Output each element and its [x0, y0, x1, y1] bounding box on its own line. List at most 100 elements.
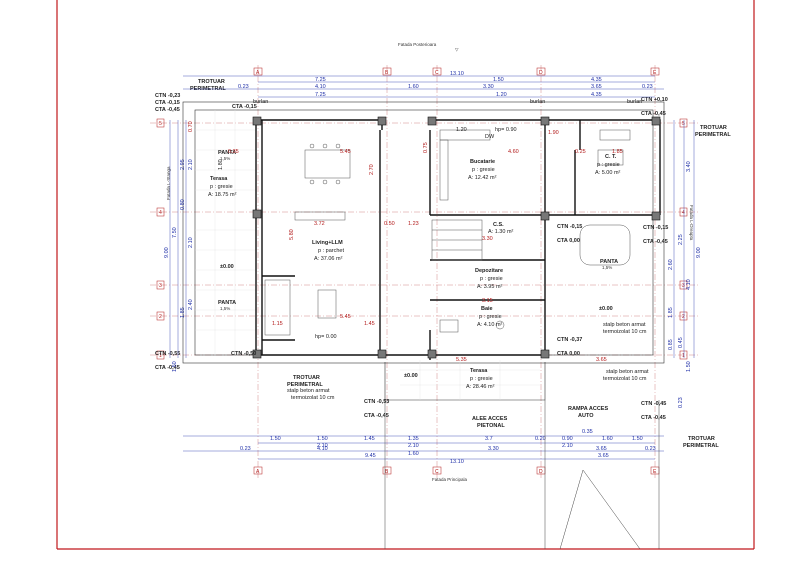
dim-left-9: 1.50: [172, 361, 178, 372]
dw-label: DW: [485, 134, 495, 140]
dim-bot-o: 4.10: [317, 446, 328, 452]
dim-bot-v: 3.65: [598, 453, 609, 459]
axis-gridlines: [150, 65, 700, 480]
room-name: C.S.: [493, 222, 504, 228]
dim-left-1: 7.50: [172, 227, 178, 238]
axis-b-bottom: B: [385, 469, 389, 475]
room-area: A: 12.42 m²: [468, 175, 497, 181]
room-floor: p : gresie: [470, 376, 493, 382]
dim-in-365: 3.65: [596, 357, 607, 363]
dim-in-123: 1.23: [408, 221, 419, 227]
dim-top-e: 4.10: [315, 84, 326, 90]
room-baie: Baie p : gresie A: 4.10 m²: [477, 306, 503, 328]
dim-right-7: 1.85: [668, 307, 674, 318]
panta-3: PANTA: [600, 259, 618, 265]
room-cs: C.S. A: 1.30 m²: [488, 222, 514, 235]
dim-right-4: 4.10: [686, 279, 692, 290]
room-terasa-front: Terasa p : gresie A: 28.46 m²: [466, 368, 495, 390]
dim-bot-k: 0.90: [562, 436, 573, 442]
dim-top-i: 0.23: [642, 84, 653, 90]
dim-bot-i: 3.7: [485, 436, 493, 442]
dim-top-d: 0.23: [238, 84, 249, 90]
facade-front-label: Fatada Principala: [432, 477, 468, 482]
dim-bot-p: 1.60: [408, 451, 419, 457]
level-ctn-037: CTN -0,37: [557, 337, 582, 343]
room-area: A: 28.46 m²: [466, 384, 495, 390]
level-cta-015-a: CTA -0,15: [155, 100, 180, 106]
level-ctn-023: CTN -0,23: [155, 93, 180, 99]
furniture: [264, 129, 631, 336]
dim-left-10: 0.70: [188, 121, 194, 132]
level-cta-045-b: CTA -0,45: [641, 111, 666, 117]
facade-left-label: Fatada L-Stanga: [166, 166, 171, 200]
dimensions-top-text: 13.10 7.25 1.50 4.35 0.23 4.10 1.60 3.30…: [238, 71, 653, 98]
dim-bot-b: 1.50: [317, 436, 328, 442]
room-area: A: 3.95 m²: [477, 284, 503, 290]
access-ramp: [384, 400, 660, 550]
level-cta-045-f: CTA -0,45: [641, 415, 666, 421]
axis-markers-sides: 5 4 3 2 1 5 4 3 2 1: [156, 118, 688, 360]
room-ct: C. T. p : gresie A: 5.00 m²: [595, 154, 621, 176]
axis-1-right: 1: [682, 353, 685, 359]
room-terasa-left: Terasa p : gresie A: 18.75 m²: [208, 176, 237, 198]
dim-left-0: 9.00: [164, 247, 170, 258]
room-bucatarie: Bucatarie p : gresie A: 12.42 m²: [468, 159, 497, 181]
panta-3-val: 1,5%: [602, 265, 612, 270]
dim-right-9: 0.23: [678, 397, 684, 408]
axis-e-bottom: E: [653, 469, 657, 475]
dimensions-left: 9.00 7.50 2.95 2.10 2.10 0.80 2.40 1.85 …: [164, 120, 224, 372]
dim-right-3: 2.60: [668, 259, 674, 270]
zero-level-left: ±0.00: [220, 264, 234, 270]
room-area: A: 5.00 m²: [595, 170, 621, 176]
dim-top-f: 1.60: [408, 84, 419, 90]
dim-bot-d: 0.35: [582, 429, 593, 435]
room-name: Baie: [481, 306, 493, 312]
panta-1: PANTA: [218, 150, 236, 156]
stalp-label-3b: termoizolat 10 cm: [291, 395, 335, 401]
view-arrow-top: ▽: [455, 47, 459, 52]
level-cta-000-b: CTA 0,00: [557, 351, 580, 357]
walls: [255, 119, 661, 360]
room-name: Terasa: [470, 368, 488, 374]
dim-right-5: 0.85: [668, 339, 674, 350]
facade-right-label: Fatada L-Dreapta: [689, 205, 694, 241]
room-area: A: 37.06 m²: [314, 256, 343, 262]
sheet-border: [56, 0, 755, 550]
dim-in-145: 1.45: [364, 321, 375, 327]
room-floor: p : gresie: [597, 162, 620, 168]
dim-left-8: 1.85: [180, 307, 186, 318]
perimetral-label-right: PERIMETRAL: [695, 132, 731, 138]
rampa-label-2: AUTO: [578, 413, 594, 419]
level-cta-045-c: CTA -0,45: [643, 239, 668, 245]
level-cta-045-d: CTA -0,45: [155, 365, 180, 371]
axis-2-right: 2: [682, 314, 685, 320]
level-ctn-015-b: CTN -0,15: [643, 225, 668, 231]
dim-in-545a: 5.45: [340, 149, 351, 155]
trotuar-label-bottom-left: TROTUAR: [293, 375, 320, 381]
level-ctn-053: CTN -0,53: [364, 399, 389, 405]
axis-c-top: C: [435, 70, 439, 76]
room-living: Living+LLM p : parchet A: 37.06 m²: [312, 240, 344, 262]
room-name: C. T.: [605, 154, 617, 160]
dim-in-545b: 5.45: [340, 314, 351, 320]
dim-top-j: 7.25: [315, 92, 326, 98]
dim-bot-u: 13.10: [450, 459, 464, 465]
room-name: Living+LLM: [312, 240, 343, 246]
level-cta-045-a: CTA -0,45: [155, 107, 180, 113]
panta-2: PANTA: [218, 300, 236, 306]
terrace-tiles: [195, 110, 540, 400]
dim-right-0: 9.00: [696, 247, 702, 258]
axis-2-left: 2: [159, 314, 162, 320]
room-floor: p : gresie: [480, 276, 503, 282]
panta-2-val: 1,5%: [220, 306, 230, 311]
room-area: A: 4.10 m²: [477, 322, 503, 328]
axis-e-top: E: [653, 70, 657, 76]
dim-right-2: 3.40: [686, 161, 692, 172]
trotuar-label-top-left: TROTUAR: [198, 79, 225, 85]
dim-top-total: 13.10: [450, 71, 464, 77]
room-area: A: 18.75 m²: [208, 192, 237, 198]
dim-in-075: 0.75: [423, 142, 429, 153]
panta-1-val: 1,5%: [220, 156, 230, 161]
axis-4-left: 4: [159, 210, 162, 216]
stalp-label-2a: stalp beton armat: [606, 369, 649, 375]
